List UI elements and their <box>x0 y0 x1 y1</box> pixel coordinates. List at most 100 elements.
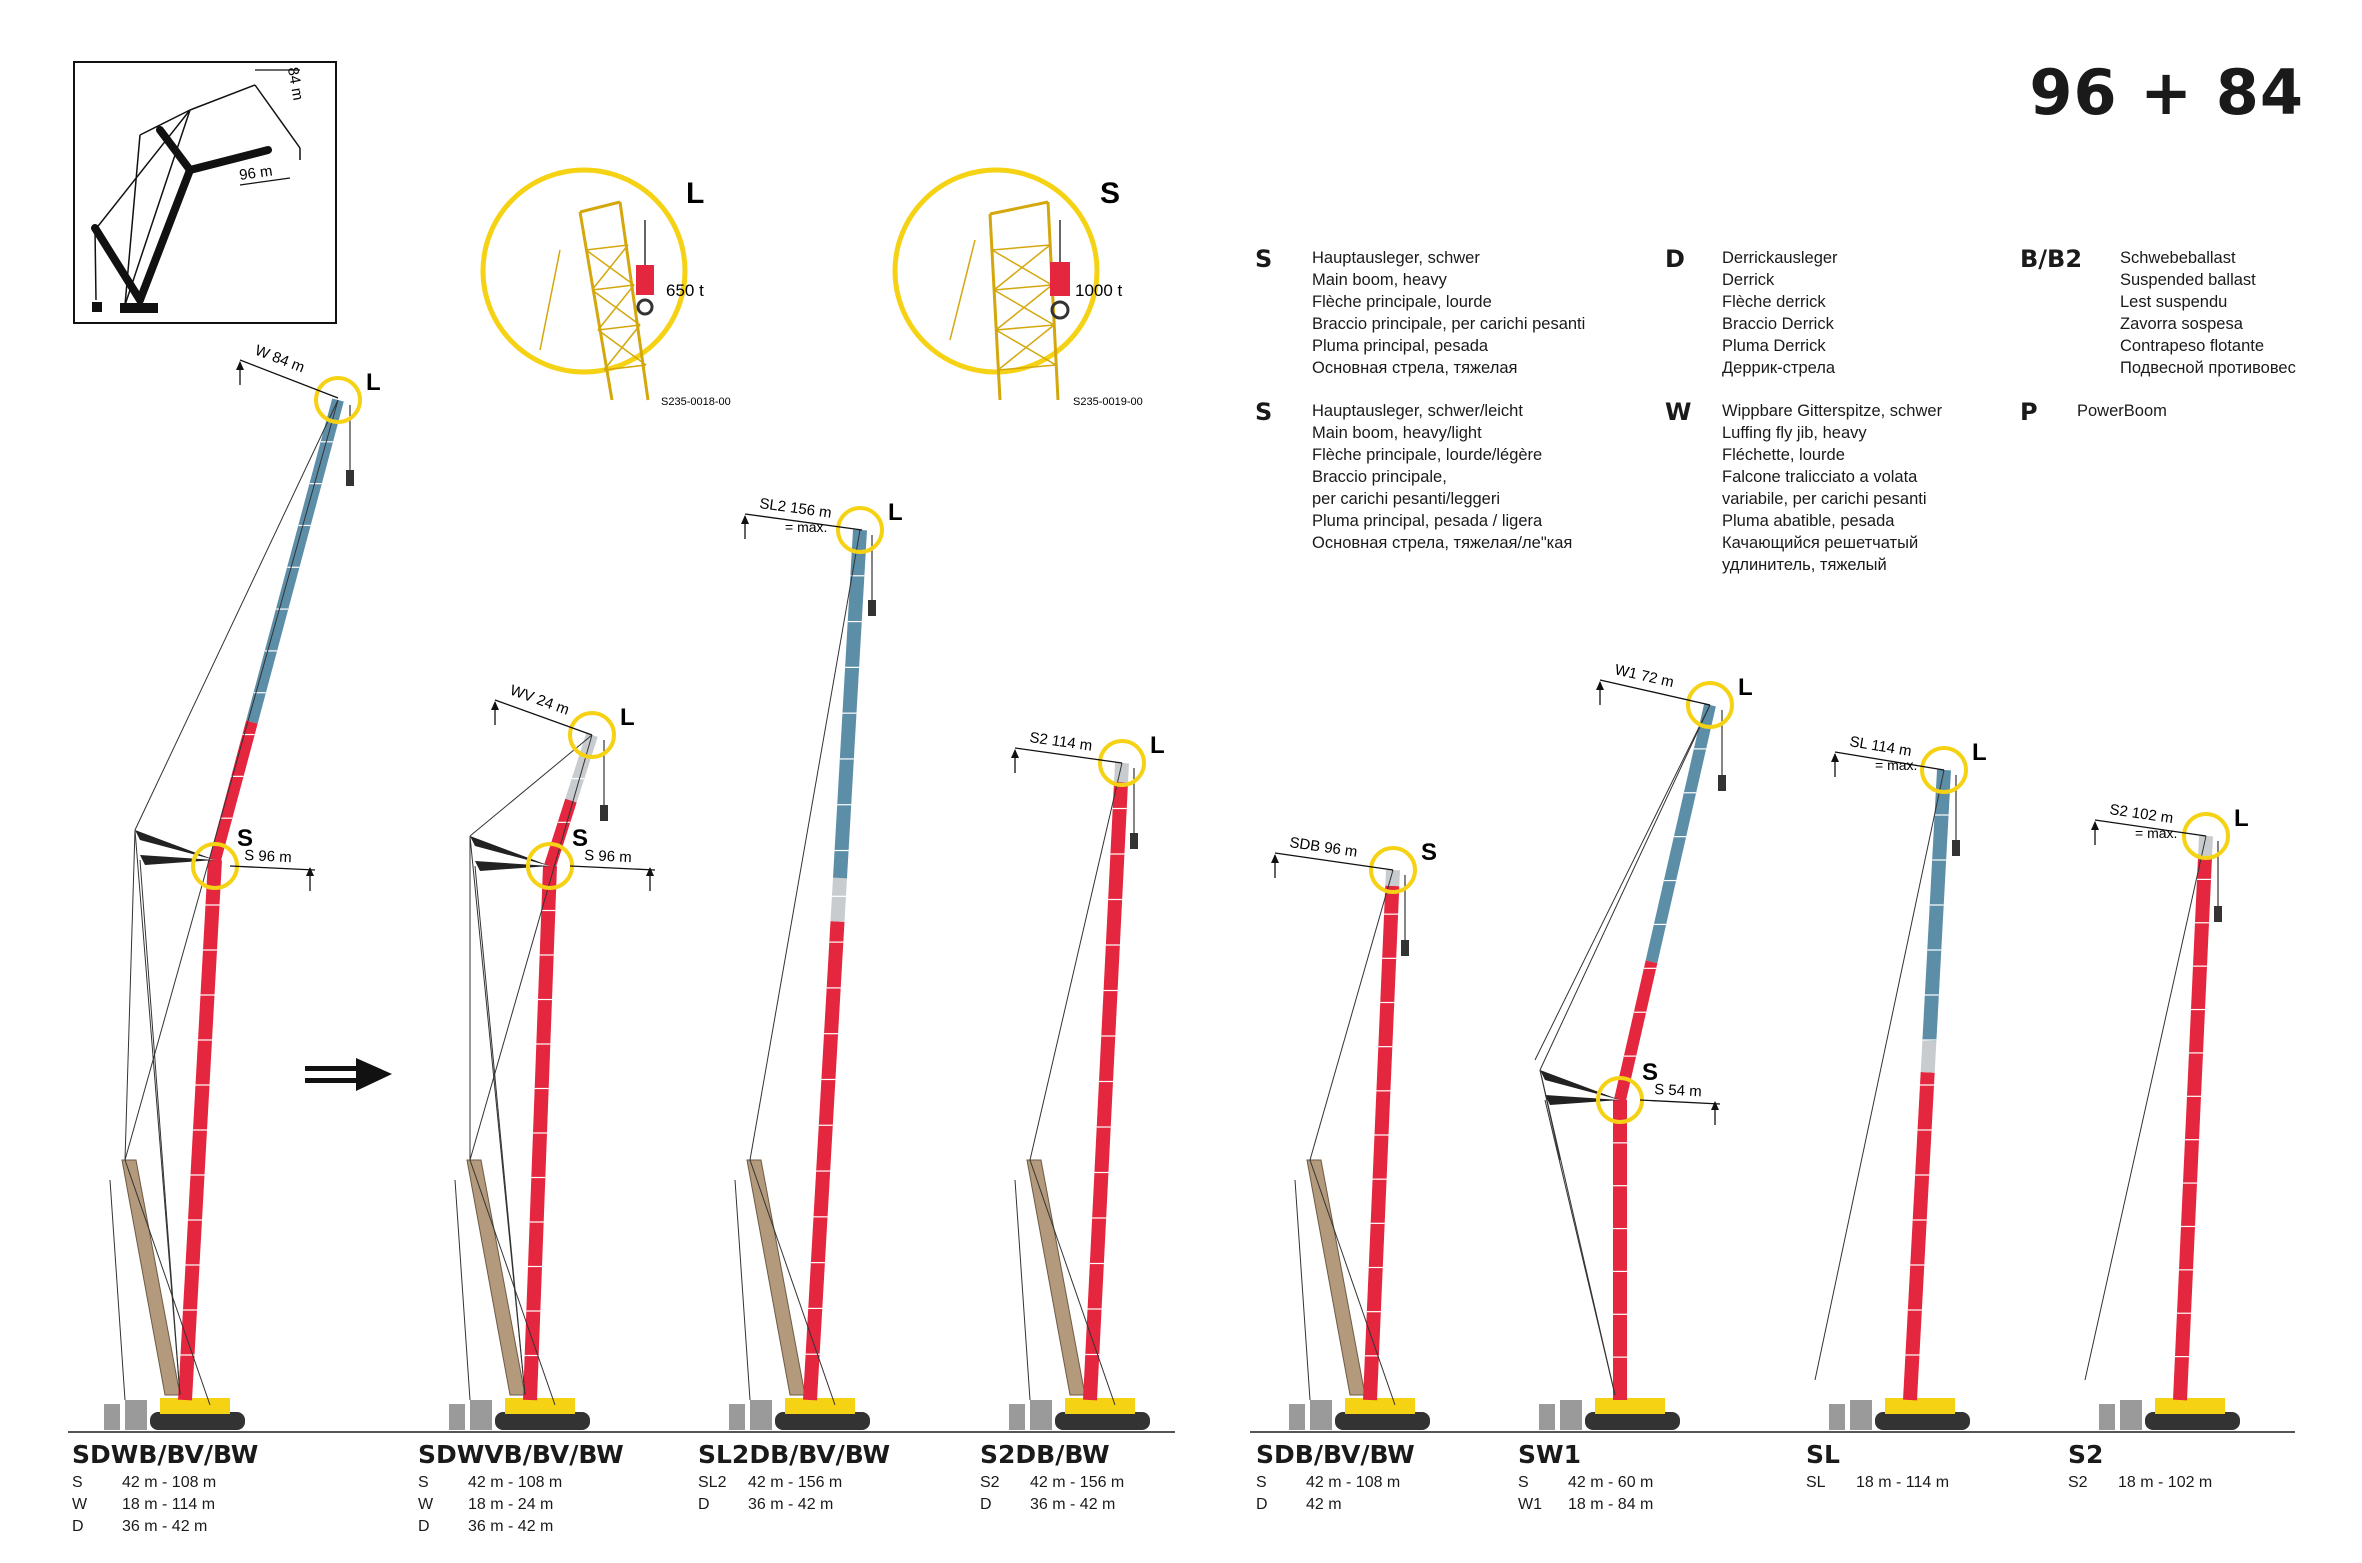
row-value: 42 m - 108 m <box>122 1474 217 1491</box>
row-key: SL <box>1806 1474 1826 1491</box>
row-key: W1 <box>1518 1496 1542 1513</box>
configuration-row: W1 18 m - 84 m <box>1518 1494 1653 1516</box>
luffing-rope <box>1309 869 1394 1161</box>
configuration-name: SDB/BV/BW <box>1256 1440 1415 1469</box>
luffing-rope <box>1029 762 1123 1161</box>
detail-l-code: S235-0018-00 <box>661 396 731 408</box>
row-value: 36 m - 42 m <box>1030 1496 1116 1513</box>
dimension-line <box>569 865 656 871</box>
hook-block <box>1952 840 1960 856</box>
crawler-tracks <box>150 1412 245 1430</box>
crawler-tracks <box>495 1412 590 1430</box>
hook-block <box>2214 906 2222 922</box>
row-key: D <box>698 1496 710 1513</box>
hook-block <box>600 805 608 821</box>
boom-section <box>1083 781 1129 1401</box>
counterweight <box>1560 1400 1582 1430</box>
boom-section <box>2173 858 2212 1401</box>
detail-s: 1000 t S S235-0019-00 <box>892 167 1143 408</box>
dimension-label: WV 24 m <box>508 682 572 719</box>
overview-diagram: 84 m 96 m <box>73 61 337 324</box>
derrick-boom <box>466 1159 526 1396</box>
hook-block <box>1401 940 1409 956</box>
legend-text: Schwebeballast Suspended ballast Lest su… <box>2120 249 2296 377</box>
suspended-ballast <box>1829 1404 1845 1430</box>
configuration-name: S2 <box>2068 1440 2104 1469</box>
row-value: 18 m - 84 m <box>1568 1496 1654 1513</box>
derrick-boom <box>1026 1159 1086 1396</box>
dimension-line <box>1014 747 1123 764</box>
boom-section <box>246 398 344 724</box>
legend-key: D <box>1665 245 1685 273</box>
boom-section <box>803 921 845 1401</box>
detail-s-letter: S <box>1100 177 1120 210</box>
legend-key: B/B2 <box>2020 245 2083 273</box>
marker-letter: L <box>2234 805 2249 832</box>
detail-s-code: S235-0019-00 <box>1073 396 1143 408</box>
luffing-rope <box>469 734 593 1161</box>
dimension-line <box>744 513 863 531</box>
row-value: 18 m - 102 m <box>2118 1474 2213 1491</box>
derrick-pendant <box>454 1179 471 1401</box>
row-value: 42 m <box>1306 1496 1342 1513</box>
page-title: 96 + 84 <box>2029 56 2304 129</box>
dimension-label: S 96 m <box>584 847 632 866</box>
dimension-line <box>1274 852 1394 871</box>
counterweight <box>1850 1400 1872 1430</box>
counterweight <box>125 1400 147 1430</box>
marker-letter: L <box>1972 739 1987 766</box>
backstay <box>1029 1159 1116 1406</box>
backstay <box>124 1159 211 1406</box>
legend-text: Hauptausleger, schwer Main boom, heavy F… <box>1312 249 1586 377</box>
legend-key: S <box>1255 398 1273 426</box>
counterweight <box>1310 1400 1332 1430</box>
luffing-rope <box>2084 835 2207 1381</box>
boom-section <box>209 720 258 862</box>
superstructure <box>1885 1398 1955 1414</box>
transition-arrow <box>305 1058 392 1091</box>
row-key: S <box>1256 1474 1267 1491</box>
legend-text: Derrickausleger Derrick Flèche derrick B… <box>1722 249 1838 377</box>
row-key: D <box>418 1518 430 1535</box>
dimension-line <box>1834 751 1945 771</box>
boom-section <box>1903 1072 1935 1401</box>
row-value: 36 m - 42 m <box>468 1518 554 1535</box>
marker-letter: L <box>620 704 635 731</box>
legend-key: W <box>1665 398 1692 426</box>
hook-block <box>868 600 876 616</box>
crawler-tracks <box>775 1412 870 1430</box>
derrick-pendant <box>109 1179 126 1401</box>
legend-key: P <box>2020 398 2038 426</box>
boom-section <box>544 798 577 868</box>
suspended-ballast <box>1539 1404 1555 1430</box>
dimension-sub: = max. <box>785 519 827 535</box>
dimension-line <box>2094 819 2207 837</box>
superstructure <box>160 1398 230 1414</box>
counterweight <box>1030 1400 1052 1430</box>
strut <box>475 861 550 871</box>
hook-block <box>1130 833 1138 849</box>
backstay <box>749 1159 836 1406</box>
dimension-line <box>229 865 316 871</box>
dimension-sub: = max. <box>2135 825 2177 841</box>
configuration-name: SL <box>1806 1440 1840 1469</box>
boom-section <box>1385 869 1400 887</box>
marker-letter: L <box>366 369 381 396</box>
suspended-ballast <box>1009 1404 1025 1430</box>
pendant <box>134 399 339 831</box>
row-key: S <box>418 1474 429 1491</box>
row-value: 42 m - 156 m <box>748 1474 843 1491</box>
row-key: W <box>418 1496 434 1513</box>
pendant <box>1544 1099 1616 1396</box>
dimension-line <box>239 359 339 399</box>
legend-key: S <box>1255 245 1273 273</box>
